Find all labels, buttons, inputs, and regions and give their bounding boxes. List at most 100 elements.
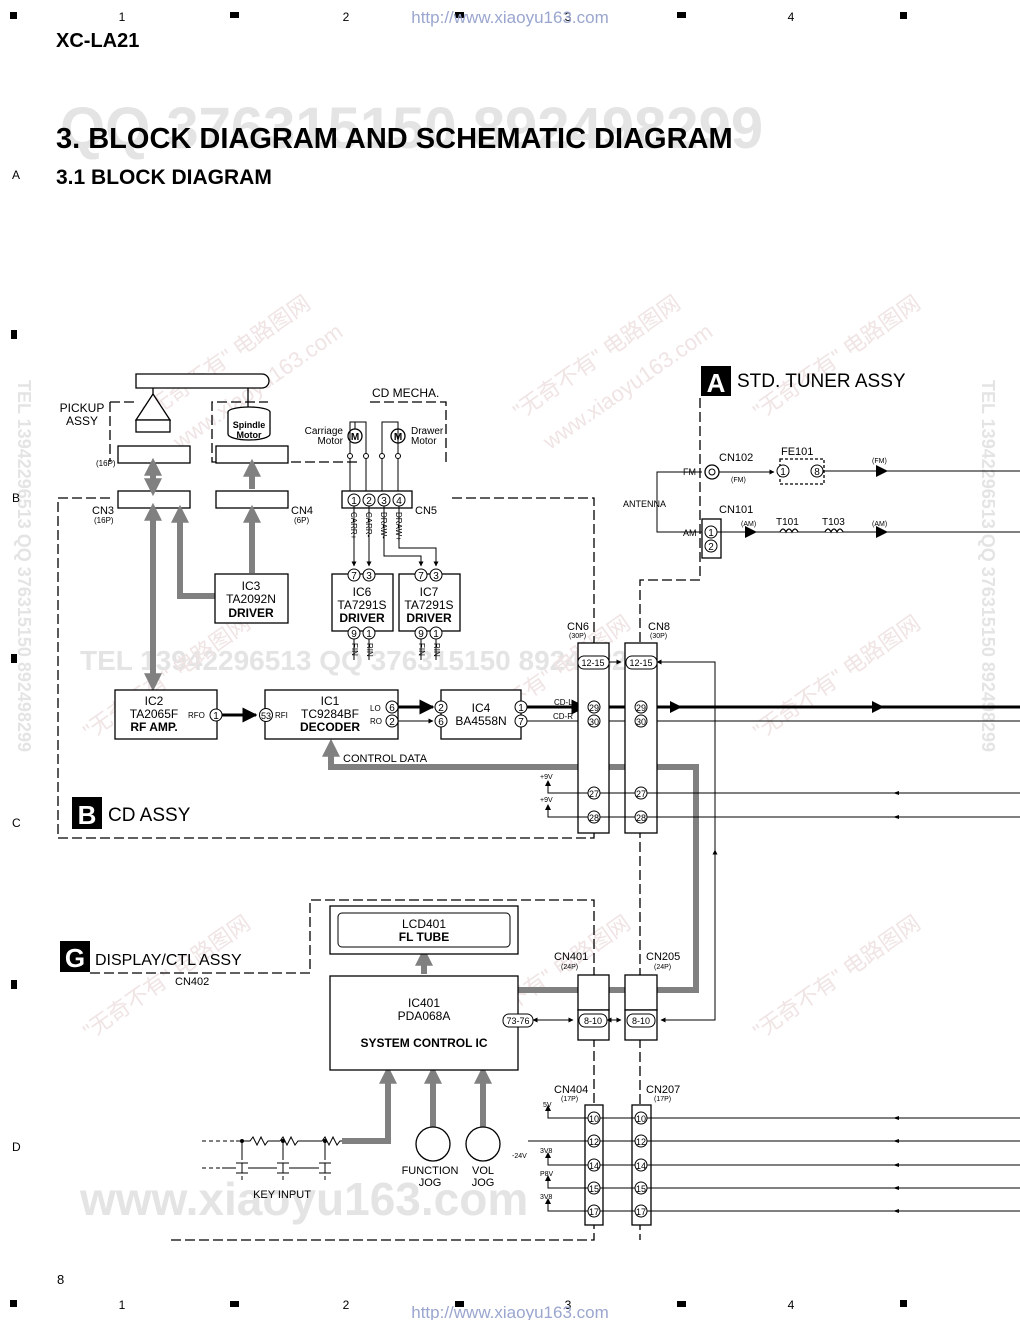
watermark-cn-9: "无奇不有" 电路图网 <box>749 910 925 1044</box>
source-url-top[interactable]: http://www.xiaoyu163.com <box>411 8 608 27</box>
tuner-assy-boundary <box>639 398 701 1240</box>
grid-square <box>900 12 907 19</box>
watermark-side-right: TEL 13942296513 QQ 376315150 892498299 <box>978 380 998 752</box>
v3v8-label-2: 3V8 <box>540 1194 553 1201</box>
fm-out-label: (FM) <box>872 458 887 465</box>
rfi-pin: 53 <box>261 711 271 721</box>
cn8-label: CN8 <box>648 621 670 633</box>
carriage-label-2: Motor <box>317 436 343 447</box>
grid-square <box>10 1300 17 1307</box>
function-jog-label-1: FUNCTION <box>402 1165 459 1177</box>
cd-l-label: CD-L <box>554 698 573 707</box>
pickup-arm <box>135 373 270 389</box>
lo-pin: 6 <box>389 703 395 714</box>
cn5-pin-4: 4 <box>396 496 402 507</box>
ro-label: RO <box>370 717 382 726</box>
v3v8-label-1: 3V8 <box>540 1148 553 1155</box>
cn6-pin-28: 28 <box>589 813 599 823</box>
cn402-label: CN402 <box>175 976 209 988</box>
ic7-ref: IC7 <box>420 585 439 599</box>
source-url-bottom[interactable]: http://www.xiaoyu163.com <box>411 1303 608 1320</box>
page-grid: 1 2 3 4 1 2 3 4 A B C D http://www.xiaoy… <box>10 8 907 1320</box>
cn6-pin-30: 30 <box>589 717 599 727</box>
cn6-cn8: CN6 (30P) CN8 (30P) 12-15 12-15 29 30 29… <box>540 621 1020 1023</box>
spindle-label-1: Spindle <box>233 420 266 430</box>
pickup-connector <box>117 445 191 464</box>
cn4-connector <box>215 490 289 509</box>
ic6-block <box>331 573 394 632</box>
ic7-block <box>398 573 461 632</box>
ic1-ref: IC1 <box>321 694 340 708</box>
lcd401-inner <box>337 912 511 948</box>
grid-square <box>677 12 686 18</box>
cn3-label: CN3 <box>92 505 114 517</box>
cn6-pins: (30P) <box>569 633 586 640</box>
watermark-www: www.xiaoyu163.com <box>79 1173 528 1225</box>
cn401-connector <box>577 974 610 1011</box>
cn8-range: 12-15 <box>629 658 652 668</box>
tuner-assy-letter: A <box>707 368 726 398</box>
ic4-in-2: 6 <box>438 717 444 728</box>
audio-path: LO RO 6 2 2 6 1 7 CD-L CD-R <box>370 698 1020 728</box>
assembly-boundaries <box>57 398 701 1241</box>
ic401-ref: IC401 <box>408 996 440 1010</box>
grid-square <box>11 654 17 663</box>
spindle-label-2: Motor <box>237 430 262 440</box>
cn3-pins: (16P) <box>94 516 114 525</box>
ic7-pin-1: 1 <box>433 629 439 640</box>
function-jog-label-2: JOG <box>419 1177 442 1189</box>
rf-path: RFO 1 53 RFI <box>188 707 288 723</box>
cn404-label: CN404 <box>554 1084 588 1096</box>
fm-small-label: (FM) <box>731 477 746 484</box>
cn404-pin-12: 12 <box>589 1137 599 1147</box>
control-data-label: CONTROL DATA <box>343 753 428 765</box>
grid-row-a: A <box>12 168 20 182</box>
cn207-pin-15: 15 <box>636 1184 646 1194</box>
ic1-block <box>264 689 399 740</box>
cn5-pins: 1 2 3 4 CARR+ CARR- DRAW- DRAW+ <box>347 493 439 567</box>
cn8-pin-27: 27 <box>636 789 646 799</box>
ic4-out-1: 1 <box>518 703 524 714</box>
grid-col-3-bottom: 3 <box>565 1298 572 1312</box>
ic-blocks: IC3 TA2092N DRIVER IC6 TA7291S DRIVER IC… <box>114 573 522 1071</box>
vol-jog-icon <box>465 1126 501 1162</box>
ic6-func: DRIVER <box>339 611 385 625</box>
display-assy-badge <box>60 941 90 972</box>
cn5-pin-3: 3 <box>381 496 387 507</box>
am-in-label: (AM) <box>741 521 756 528</box>
pickup-boundary <box>109 401 136 462</box>
ic6-rin: RIN <box>365 643 374 657</box>
cn207-label: CN207 <box>646 1084 680 1096</box>
grid-square <box>455 1301 464 1307</box>
cn6-range: 12-15 <box>581 658 604 668</box>
cn8-pin-30: 30 <box>636 717 646 727</box>
antenna-label: ANTENNA <box>623 499 666 509</box>
fe101-label: FE101 <box>781 446 813 458</box>
cn207-pin-10: 10 <box>636 1114 646 1124</box>
cn205-pins: (24P) <box>654 964 671 971</box>
t103-label: T103 <box>822 517 845 528</box>
pickup-pins: (16P) <box>96 459 116 468</box>
cn3-connector <box>117 490 191 509</box>
corner-square <box>10 12 17 19</box>
cd-assy-name: CD ASSY <box>108 805 191 826</box>
pickup-lens-base <box>135 419 171 433</box>
ic2-block <box>114 689 218 740</box>
cd-assy-badge <box>72 797 102 829</box>
cn207-pin-14: 14 <box>636 1161 646 1171</box>
grid-col-4: 4 <box>788 10 795 24</box>
cn404-pins: (17P) <box>561 1096 578 1103</box>
gray-buses <box>144 457 699 1144</box>
vol-jog-label-1: VOL <box>472 1165 494 1177</box>
ic2-part: TA2065F <box>130 707 178 721</box>
grid-row-c: C <box>12 816 21 830</box>
ic401-block <box>329 975 519 1071</box>
tuner-section: ANTENNA FM AM CN102 (FM) FE101 1 8 (FM) … <box>623 446 1020 559</box>
cn404-pin-10: 10 <box>589 1114 599 1124</box>
cn8-pin-28: 28 <box>636 813 646 823</box>
ic7-fin: FIN <box>417 643 426 656</box>
cn101-label: CN101 <box>719 504 753 516</box>
rfo-label: RFO <box>188 711 205 720</box>
grid-square <box>900 1300 907 1307</box>
